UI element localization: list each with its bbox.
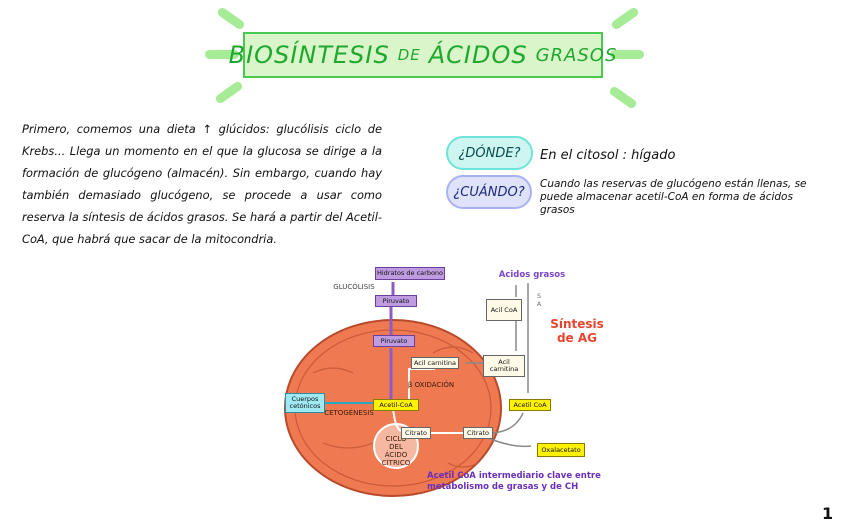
cetogenesis-label: CETOGÉNESIS	[324, 409, 374, 417]
acil-carnitina-in-box: Acil carnitina	[411, 357, 459, 369]
donde-bubble: ¿DÓNDE?	[446, 136, 533, 170]
acetil-coa-cyto-box: Acetil CoA	[509, 399, 551, 411]
beta-oxidacion-label: β OXIDACIÓN	[407, 381, 455, 389]
hidratos-box: Hidratos de carbono	[375, 267, 445, 280]
sa-label: S A	[536, 293, 542, 308]
page-title: BIOSÍNTESIS DE ÁCIDOS GRASOS	[229, 32, 616, 78]
title-ray-bottomright	[608, 85, 638, 110]
citrato-in-box: Citrato	[401, 427, 431, 439]
title-ray-left	[205, 50, 239, 59]
piruvato-top-box: Piruvato	[375, 295, 417, 307]
arrow-citrato-oxalacetato	[487, 437, 532, 448]
arrow-citrato-acetilcyto	[492, 412, 524, 434]
title-part2: DE	[397, 46, 421, 64]
cristae	[312, 346, 479, 468]
oxalacetato-box: Oxalacetato	[537, 443, 585, 457]
title-ray-right	[610, 50, 644, 59]
krebs-cycle-label: CICLO DEL ÁCIDO CÍTRICO	[381, 435, 411, 467]
page-number: 1	[822, 504, 834, 523]
metabolism-diagram: Hidratos de carbono GLUCÓLISIS Piruvato …	[283, 263, 613, 503]
citrato-out-box: Citrato	[463, 427, 493, 439]
title-part4: GRASOS	[535, 44, 618, 66]
title-part3: ÁCIDOS	[428, 41, 528, 69]
sintesis-label: Síntesis de AG	[550, 317, 604, 345]
cuerpos-cetonicos-box: Cuerpos cetónicos	[285, 393, 325, 413]
donde-answer: En el citosol : hígado	[540, 148, 676, 163]
acetil-coa-mito-box: Acetil-CoA	[373, 399, 419, 411]
glucolisis-label: GLUCÓLISIS	[333, 283, 375, 291]
title-ray-topright	[610, 6, 640, 31]
acidos-grasos-label: Acidos grasos	[498, 270, 566, 280]
piruvato-mito-box: Piruvato	[373, 335, 415, 347]
arrow-acetil-citrato	[392, 407, 402, 432]
cuando-answer: Cuando las reservas de glucógeno están l…	[540, 178, 807, 216]
title-ray-topleft	[216, 6, 246, 31]
arrow-acil-acetil	[408, 368, 435, 399]
acil-carnitina-out-box: Acil carnitina	[483, 355, 525, 377]
diagram-caption: Acetil CoA intermediario clave entre met…	[427, 471, 601, 492]
title-part1: BIOSÍNTESIS	[228, 41, 390, 69]
acil-coa-box: Acil CoA	[486, 299, 522, 321]
title-ray-bottomleft	[214, 80, 244, 105]
intro-paragraph: Primero, comemos una dieta ↑ glúcidos: g…	[22, 122, 382, 246]
cuando-bubble: ¿CUÁNDO?	[446, 175, 532, 209]
